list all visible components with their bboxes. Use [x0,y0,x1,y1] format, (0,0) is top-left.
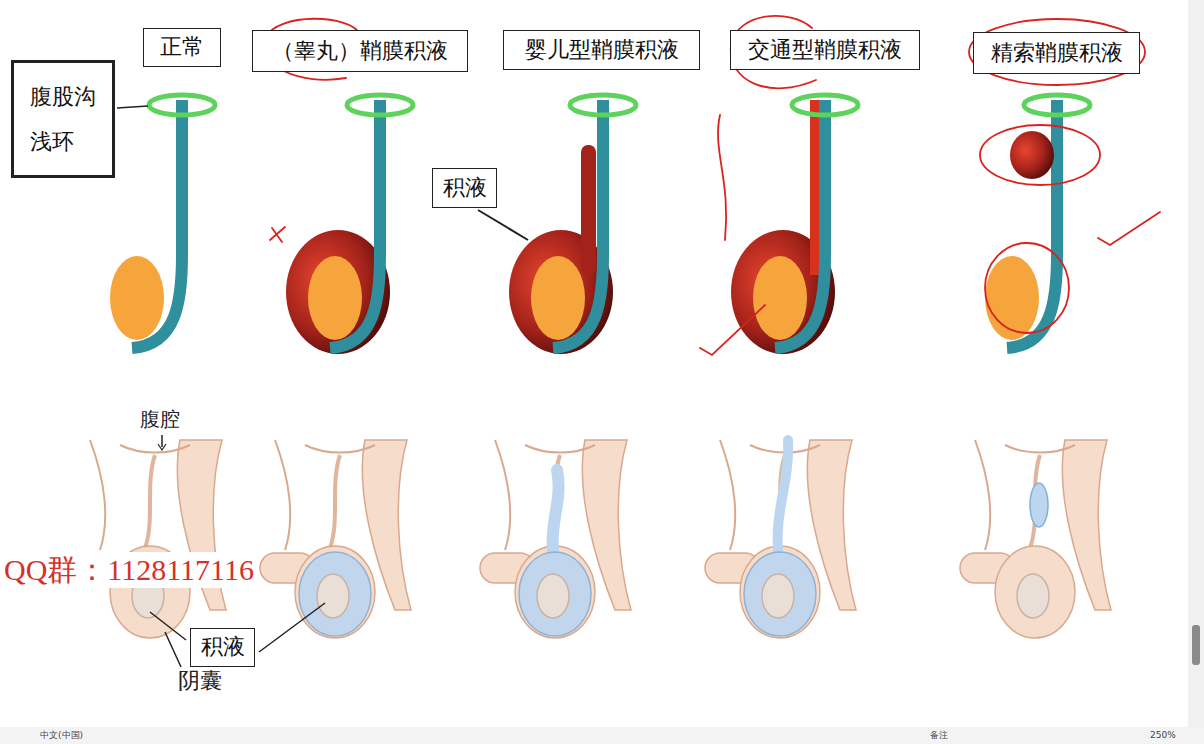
leader-line [259,603,325,652]
anatomy-label: 腹腔 [140,407,180,431]
testis [753,256,807,340]
inguinal-ring [1024,95,1090,115]
cyst [1010,131,1054,179]
box-text: 交通型鞘膜积液 [748,35,902,65]
anatomy [705,440,856,638]
testis [308,256,362,340]
inguinal-ring [149,95,215,115]
fluid [299,552,371,636]
leader-line [165,632,181,667]
anatomy [260,440,411,638]
status-text: 中文(中国) [40,730,83,741]
fluid-tube [553,470,559,550]
testis [1017,574,1049,618]
label-box: 积液 [432,168,497,208]
anatomy [480,440,631,638]
testis [110,256,164,340]
label-box: 腹股沟 浅环 [11,60,115,178]
label-box: 婴儿型鞘膜积液 [503,30,700,70]
anatomy [75,440,226,638]
fluid-extension [581,145,596,275]
fluid-tube [778,440,789,550]
box-text: 腹股沟 浅环 [30,74,102,164]
testis [317,574,349,618]
testis [531,256,585,340]
inguinal-ring [347,95,413,115]
label-box: （睾丸）鞘膜积液 [252,30,468,72]
anatomy [960,440,1111,638]
leader-line [150,612,186,640]
cyst [1030,483,1048,527]
watermark: QQ群：1128117116 [2,552,256,588]
fluid [519,552,591,636]
box-text: 婴儿型鞘膜积液 [525,35,679,65]
scroll-thumb [1192,625,1200,665]
inguinal-ring [570,95,636,115]
testis [985,256,1039,340]
status-text: 备注 [930,730,948,741]
box-text: 正常 [160,32,204,62]
label-box: 积液 [190,628,255,667]
box-text: 积液 [443,173,487,203]
leader-line [117,106,148,108]
label-box: 交通型鞘膜积液 [730,30,920,70]
status-text: 250% [1150,730,1176,741]
label-box: 正常 [143,28,221,67]
arrow-head [158,444,166,450]
testis [537,574,569,618]
box-text: （睾丸）鞘膜积液 [272,36,448,66]
inguinal-ring [792,95,858,115]
label-box: 精索鞘膜积液 [973,32,1140,74]
status-bar [0,727,1204,744]
leader-line [161,435,163,447]
fluid [744,552,816,636]
testis [762,574,794,618]
box-text: 精索鞘膜积液 [991,38,1123,68]
leader-line [478,210,528,240]
scrollbar [1188,0,1204,727]
box-text: 积液 [201,632,245,662]
anatomy-label: 阴囊 [178,668,222,694]
